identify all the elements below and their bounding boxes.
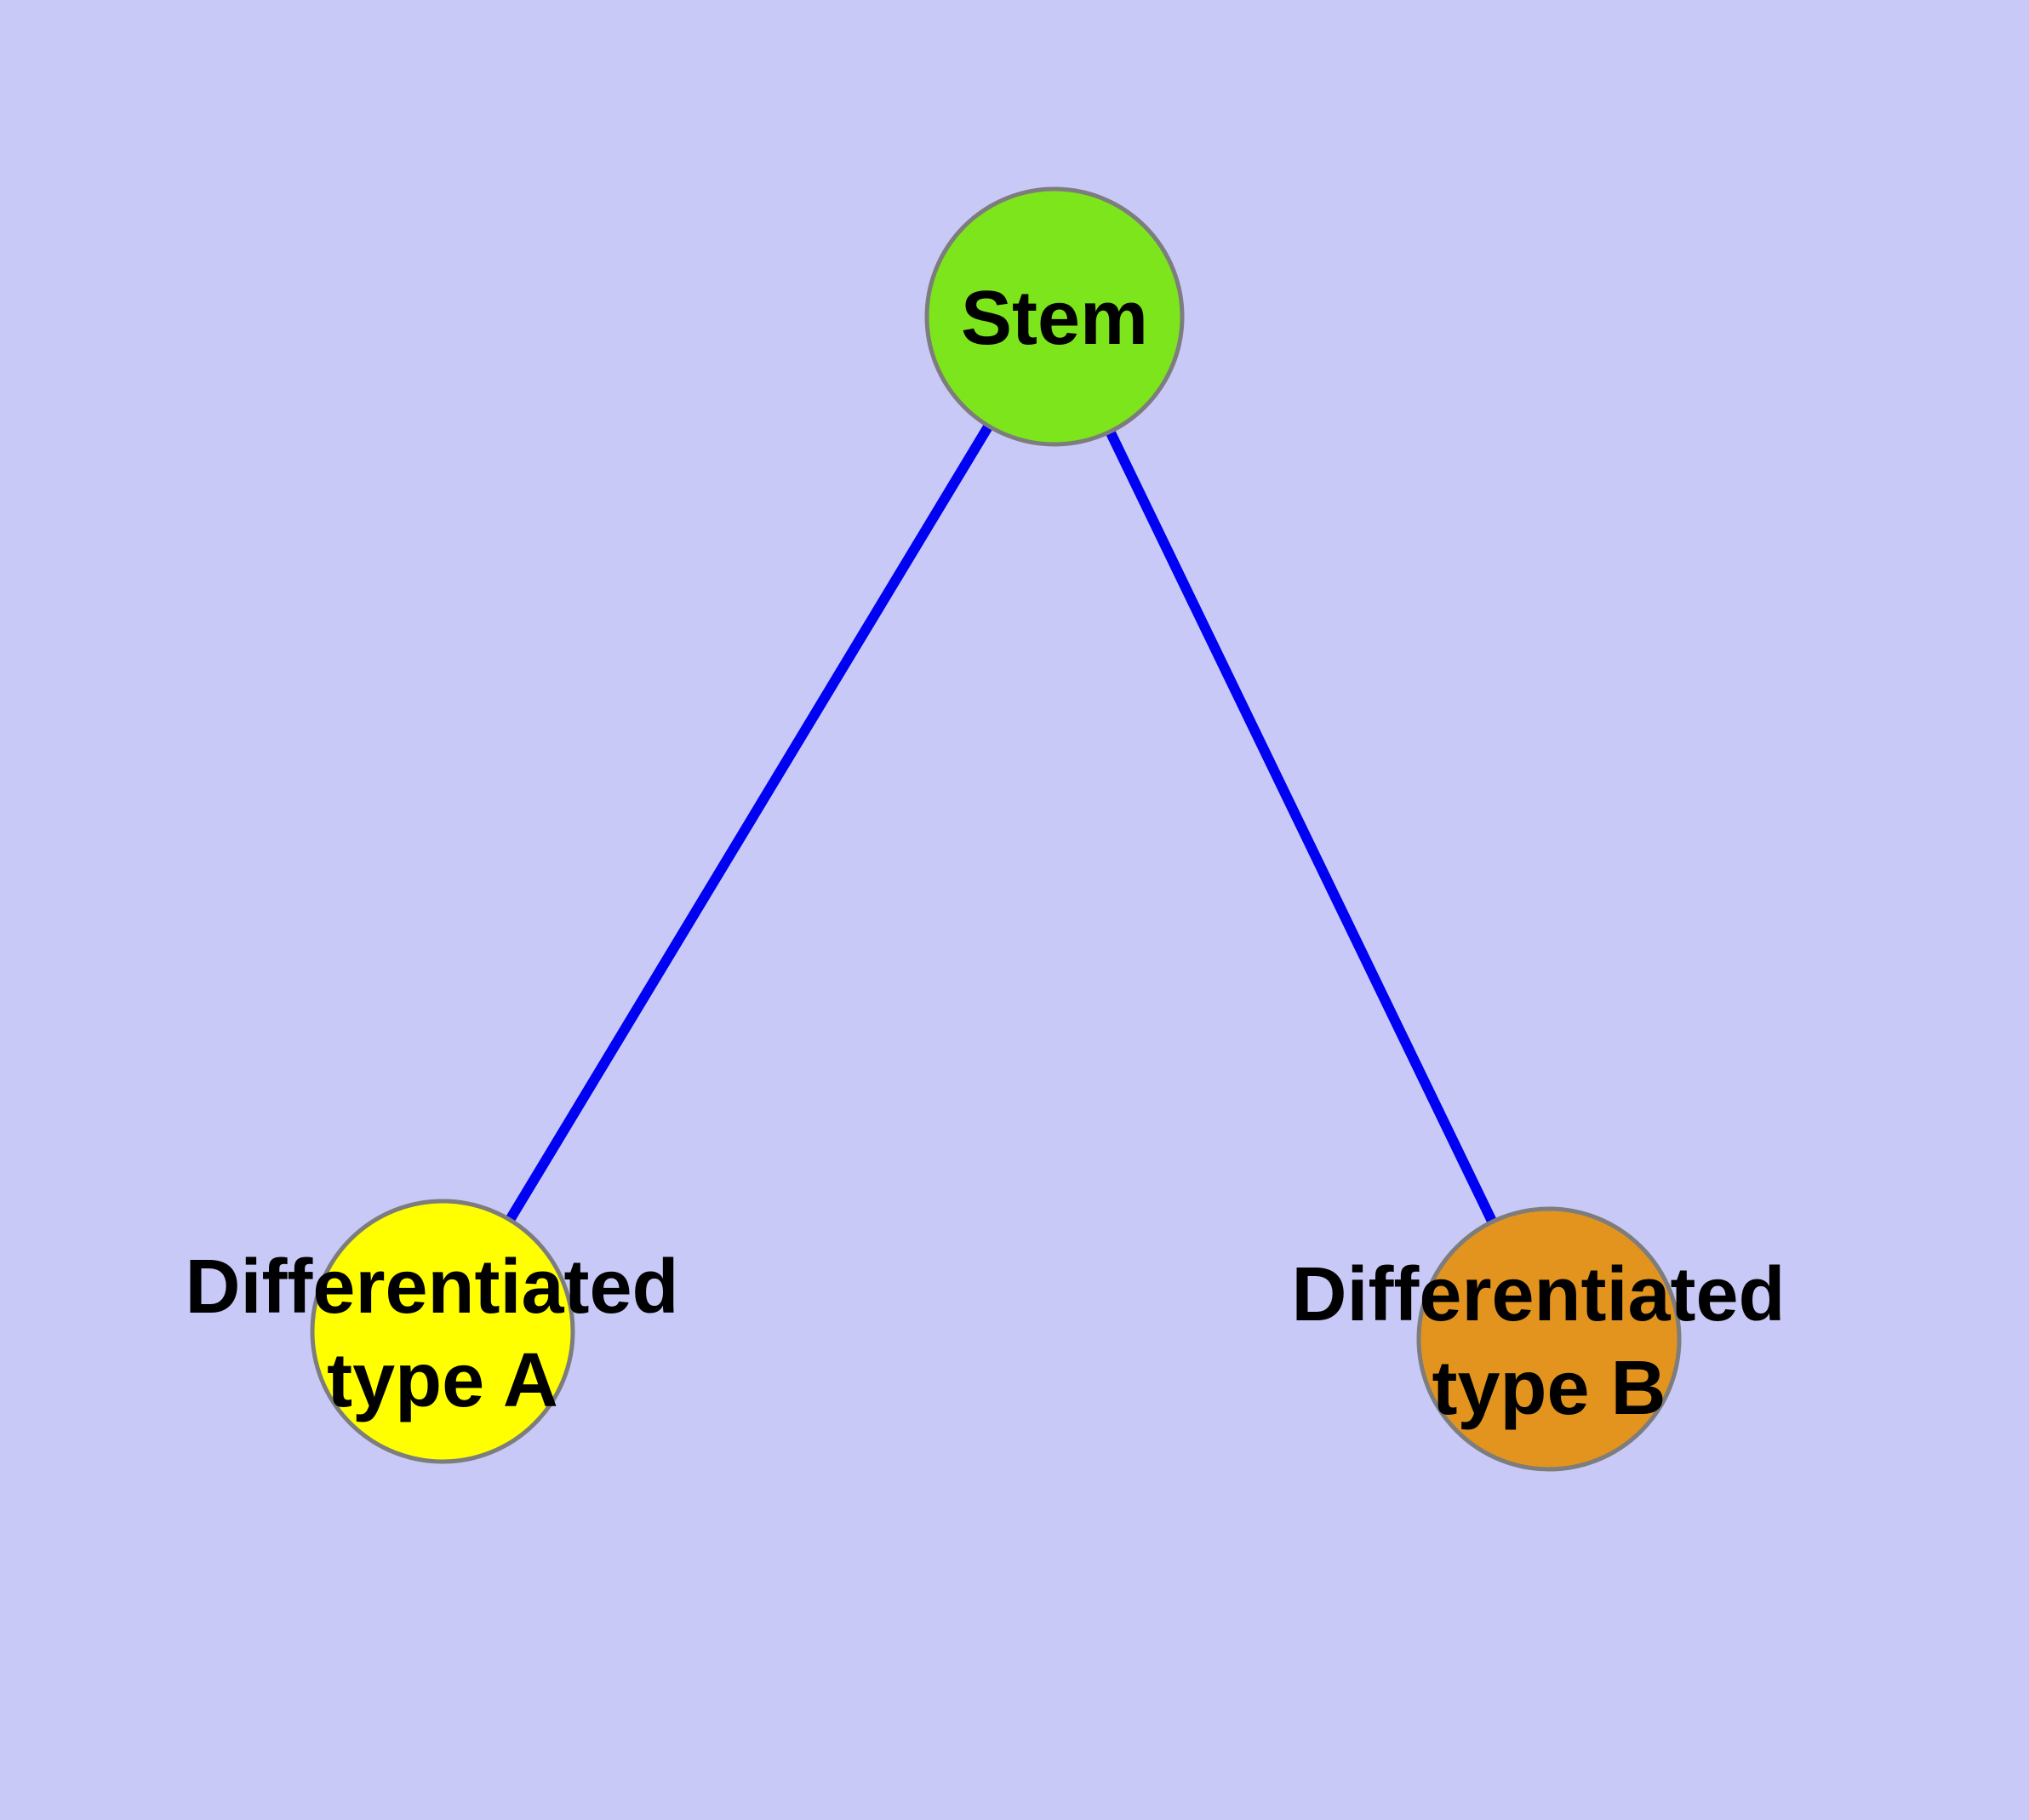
stem-node-label: Stem — [961, 276, 1148, 361]
stem-node-circle[interactable] — [924, 186, 1185, 447]
type-a-node-circle[interactable] — [310, 1199, 575, 1464]
type-b-label-line1: Differentiated — [1291, 1252, 1785, 1337]
node-stem[interactable]: Stem — [924, 186, 1185, 447]
type-a-label-line1: Differentiated — [185, 1245, 678, 1330]
type-b-node-label: Differentiated type B — [1291, 1252, 1806, 1431]
type-a-node-label: Differentiated type A — [185, 1245, 700, 1423]
type-b-node-circle[interactable] — [1416, 1206, 1682, 1472]
edge-stem-to-type-a — [437, 313, 1060, 1335]
node-differentiated-type-a[interactable]: Differentiated type A — [185, 1199, 700, 1464]
node-differentiated-type-b[interactable]: Differentiated type B — [1291, 1206, 1806, 1472]
type-a-label-line2: type A — [327, 1338, 558, 1423]
type-b-label-line2: type B — [1432, 1346, 1666, 1431]
edge-stem-to-type-b — [1049, 314, 1554, 1342]
